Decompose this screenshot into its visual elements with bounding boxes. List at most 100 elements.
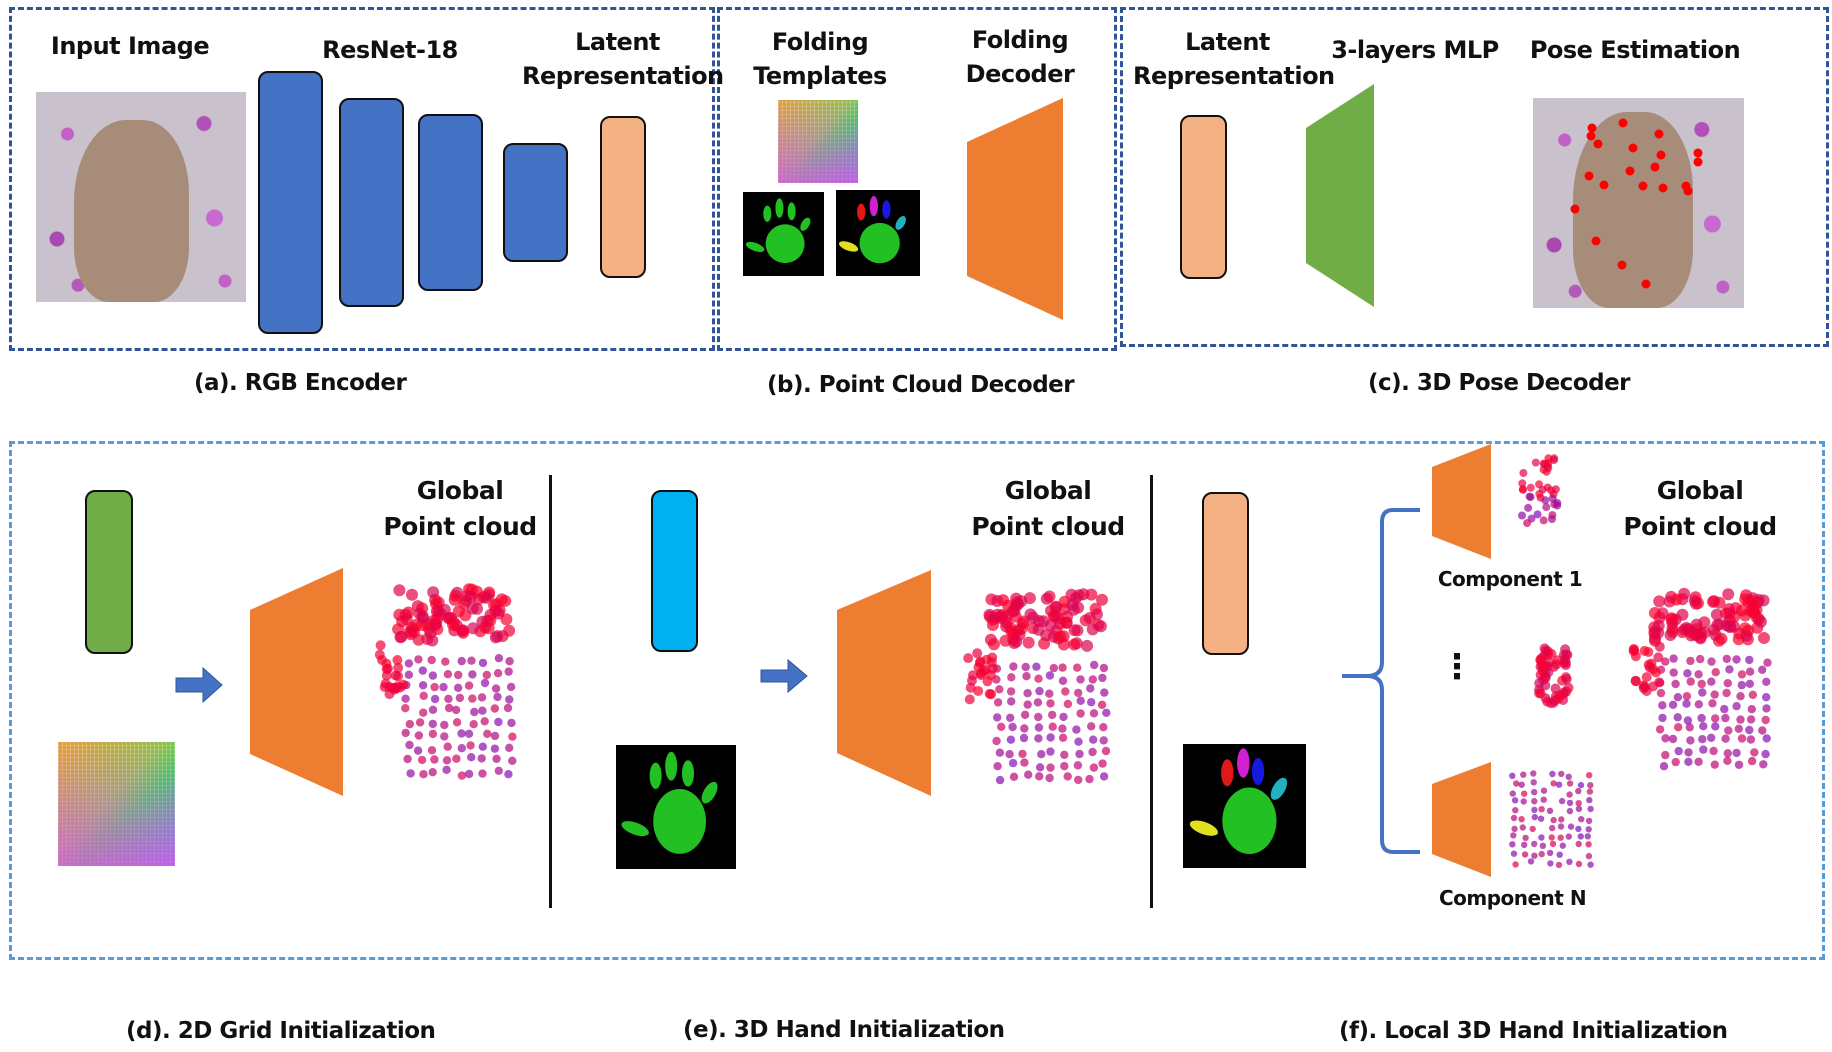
point-cloud-point (1585, 817, 1593, 825)
point-cloud-point (1035, 772, 1044, 781)
keypoint (1650, 162, 1660, 172)
component-1-label: Component 1 (1437, 567, 1583, 591)
point-cloud-point (1698, 735, 1707, 744)
point-cloud-point (1008, 722, 1017, 732)
point-cloud-point (1724, 726, 1733, 735)
point-cloud-point (1584, 833, 1591, 840)
point-cloud-point (1654, 677, 1665, 688)
point-cloud-point (1531, 840, 1538, 848)
resnet-label: ResNet-18 (322, 36, 458, 64)
point-cloud-point (1732, 702, 1741, 711)
grid-global-label-line1: Global (416, 476, 504, 505)
point-cloud-point (464, 729, 474, 738)
point-cloud-point (1686, 656, 1695, 666)
point-cloud-point (1076, 709, 1085, 718)
point-cloud-point (1022, 636, 1035, 649)
point-cloud-point (414, 655, 423, 664)
point-cloud-point (1671, 679, 1680, 689)
point-cloud-point (1060, 761, 1069, 771)
initialization-panel (9, 441, 1825, 960)
point-cloud-point (494, 766, 503, 775)
resnet-block-3 (418, 114, 483, 291)
caption-d: (d). 2D Grid Initialization (126, 1018, 436, 1044)
point-cloud-point (394, 631, 407, 644)
point-cloud-point (1689, 591, 1702, 604)
point-cloud-point (1733, 627, 1746, 640)
point-cloud-point (1512, 861, 1519, 868)
point-cloud-point (1067, 603, 1080, 616)
point-cloud-point (1008, 758, 1018, 768)
point-cloud-point (1671, 757, 1680, 767)
point-cloud-point (1540, 796, 1547, 803)
point-cloud-point (1661, 734, 1670, 743)
point-cloud-point (1684, 748, 1693, 757)
point-cloud-point (480, 717, 489, 726)
point-cloud-point (968, 670, 978, 681)
keypoint (1587, 123, 1597, 133)
point-cloud-point (1578, 816, 1585, 823)
point-cloud-point (375, 640, 386, 651)
point-cloud-point (448, 593, 461, 606)
point-cloud-point (430, 755, 439, 764)
point-cloud-point (505, 657, 514, 666)
point-cloud-point (1519, 469, 1528, 477)
point-cloud-point (1559, 842, 1566, 849)
point-cloud-point (1674, 723, 1683, 732)
point-cloud-point (1102, 708, 1111, 717)
point-cloud-point (1697, 679, 1706, 689)
point-cloud-point (493, 692, 502, 702)
point-cloud-point (403, 754, 412, 764)
point-cloud-point (1098, 673, 1107, 683)
point-cloud-point (401, 694, 410, 703)
point-cloud-point (1547, 860, 1554, 867)
point-cloud-point (1575, 805, 1583, 812)
point-cloud-point (447, 618, 459, 631)
point-cloud-point (1542, 503, 1551, 512)
point-cloud-point (1586, 772, 1593, 779)
point-cloud-point (1546, 849, 1554, 857)
point-cloud-point (986, 689, 997, 700)
point-cloud-point (1099, 736, 1108, 745)
point-cloud-point (1006, 735, 1016, 744)
point-cloud-point (451, 705, 461, 715)
point-cloud-point (1034, 712, 1043, 722)
point-cloud-point (1035, 763, 1045, 772)
point-cloud-point (1699, 722, 1708, 731)
point-cloud-point (1698, 626, 1711, 639)
point-cloud-point (401, 704, 410, 713)
point-cloud-point (457, 656, 466, 666)
point-cloud-point (1707, 733, 1716, 742)
point-cloud-point (1745, 679, 1754, 688)
point-cloud-point (1512, 807, 1519, 814)
point-cloud-point (1023, 689, 1032, 698)
point-cloud-point (1734, 724, 1743, 733)
point-cloud-point (1560, 660, 1571, 671)
point-cloud-point (406, 588, 418, 601)
point-cloud-point (1538, 850, 1545, 858)
point-cloud-point (1000, 616, 1013, 629)
point-cloud-point (442, 756, 452, 765)
point-cloud-point (1020, 758, 1029, 767)
point-cloud-point (1575, 840, 1582, 848)
hand-latent-block (651, 490, 698, 652)
point-cloud-point (494, 654, 504, 663)
point-cloud-point (452, 605, 465, 618)
point-cloud-point (1510, 832, 1517, 839)
point-cloud-point (965, 682, 976, 693)
point-cloud-point (1538, 834, 1545, 841)
point-cloud-point (1047, 609, 1060, 622)
point-cloud-point (1089, 735, 1098, 744)
point-cloud-point (1682, 692, 1692, 701)
point-cloud-point (1523, 519, 1532, 528)
point-cloud-point (1558, 816, 1565, 823)
point-cloud-point (414, 731, 424, 740)
decoder-label-line1: Folding (971, 26, 1069, 54)
point-cloud-point (1006, 687, 1016, 696)
point-cloud-point (1566, 780, 1574, 787)
point-cloud-point (1522, 834, 1529, 842)
point-cloud-point (1747, 756, 1757, 766)
point-cloud-point (1074, 688, 1083, 698)
point-cloud-point (1045, 773, 1054, 783)
point-cloud-point (1724, 621, 1737, 634)
hand-shape (74, 120, 189, 302)
